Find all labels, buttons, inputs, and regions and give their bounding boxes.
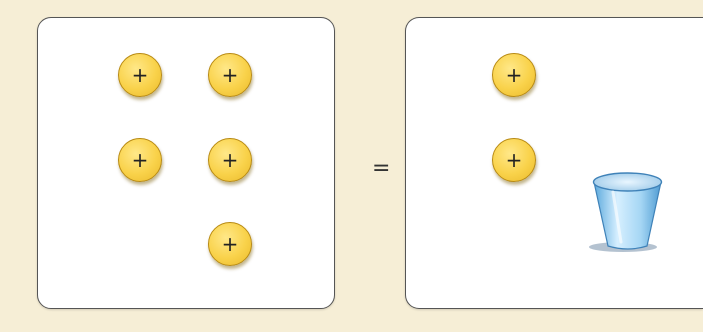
positive-counter-icon: + (208, 138, 252, 182)
counter-sign: + (221, 231, 239, 256)
equals-sign: = (372, 156, 391, 181)
positive-counter-icon: + (118, 138, 162, 182)
cup-icon (589, 172, 663, 252)
positive-counter-icon: + (118, 53, 162, 97)
counter-sign: + (505, 62, 523, 87)
counter-sign: + (131, 62, 149, 87)
counter-sign: + (131, 147, 149, 172)
positive-counter-icon: + (492, 53, 536, 97)
counter-sign: + (505, 147, 523, 172)
positive-counter-icon: + (492, 138, 536, 182)
left-side-panel: + + + + + (37, 17, 335, 309)
counter-sign: + (221, 147, 239, 172)
counter-sign: + (221, 62, 239, 87)
positive-counter-icon: + (208, 53, 252, 97)
positive-counter-icon: + (208, 222, 252, 266)
right-side-panel: + + (405, 17, 703, 309)
